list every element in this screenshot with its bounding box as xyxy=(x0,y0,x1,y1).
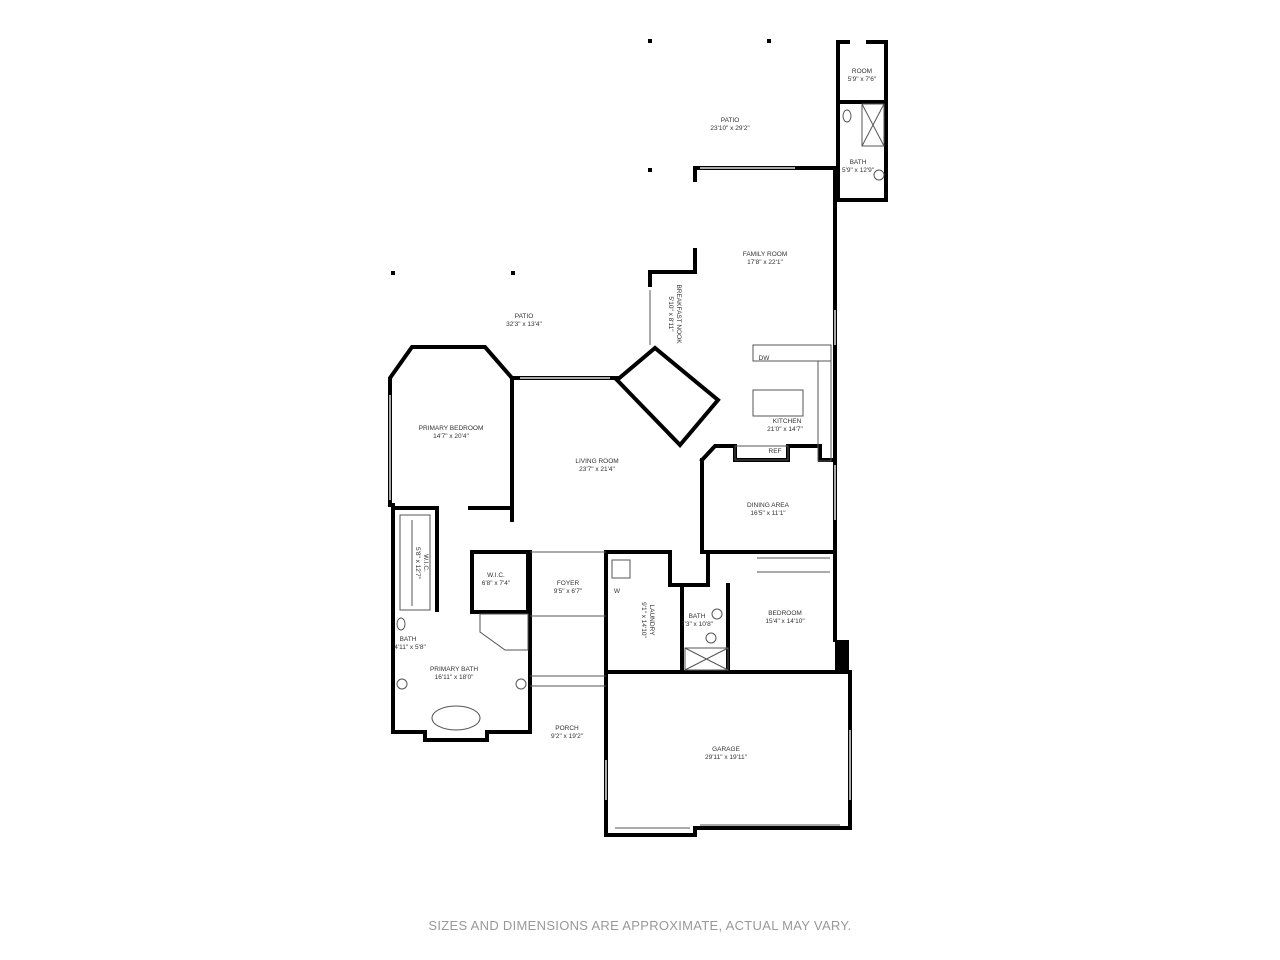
dining-area-name: DINING AREA xyxy=(747,502,790,509)
primary-bath-name: PRIMARY BATH xyxy=(430,666,478,673)
bath-north-dims: 5'9" x 12'9" xyxy=(842,167,875,174)
room-labels: ROOM 5'9" x 7'6" PATIO 23'10" x 29'2" BA… xyxy=(394,68,877,761)
room-name: ROOM xyxy=(852,68,872,75)
laundry-name: LAUNDRY xyxy=(648,605,655,637)
wic-small-dims: 6'8" x 7'4" xyxy=(482,580,511,587)
fixtures: DW REF W xyxy=(396,103,885,731)
foyer-dims: 9'5" x 6'7" xyxy=(554,588,583,595)
primary-bedroom-dims: 14'7" x 20'4" xyxy=(433,433,469,440)
bedroom-name: BEDROOM xyxy=(768,610,802,617)
room-dims: 5'9" x 7'6" xyxy=(848,76,877,83)
family-room-dims: 17'8" x 22'1" xyxy=(747,259,783,266)
living-room-name: LIVING ROOM xyxy=(575,458,618,465)
wic-small-name: W.I.C. xyxy=(487,572,505,579)
bath-hall-dims: 7'3" x 10'8" xyxy=(681,621,714,628)
refrigerator-label: REF xyxy=(769,448,782,455)
patio-west-name: PATIO xyxy=(515,313,534,320)
foyer-name: FOYER xyxy=(557,580,580,587)
patio-north-name: PATIO xyxy=(721,117,740,124)
dining-area-dims: 16'5" x 11'1" xyxy=(750,510,786,517)
disclaimer-text: SIZES AND DIMENSIONS ARE APPROXIMATE, AC… xyxy=(428,918,852,933)
wic-large-name: W.I.C. xyxy=(422,554,429,572)
bedroom-dims: 15'4" x 14'10" xyxy=(765,618,805,625)
kitchen-dims: 21'0" x 14'7" xyxy=(767,426,803,433)
laundry-dims: 9'1" x 14'10" xyxy=(640,602,647,638)
bath-wc-dims: 4'11" x 5'8" xyxy=(394,644,426,651)
bathtub xyxy=(431,705,481,731)
garage-dims: 29'11" x 19'11" xyxy=(705,754,748,761)
bath-north-name: BATH xyxy=(850,159,867,166)
walls xyxy=(388,40,888,837)
patio-north-dims: 23'10" x 29'2" xyxy=(710,125,750,132)
kitchen-island xyxy=(752,389,804,417)
living-room-dims: 23'7" x 21'4" xyxy=(579,466,615,473)
primary-bedroom-name: PRIMARY BEDROOM xyxy=(419,425,484,432)
porch-dims: 9'2" x 19'2" xyxy=(551,733,584,740)
garage-name: GARAGE xyxy=(712,746,740,753)
washer-label: W xyxy=(614,588,621,595)
dishwasher-label: DW xyxy=(759,355,771,362)
patio-posts xyxy=(391,39,771,275)
breakfast-nook-name: BREAKFAST NOOK xyxy=(675,284,682,344)
bath-hall-name: BATH xyxy=(689,613,706,620)
kitchen-name: KITCHEN xyxy=(773,418,802,425)
patio-west-dims: 32'3" x 13'4" xyxy=(506,321,542,328)
wic-large-dims: 5'8" x 12'7" xyxy=(414,547,421,580)
bath-wc-name: BATH xyxy=(400,636,417,643)
primary-bath-dims: 16'11" x 18'0" xyxy=(435,674,474,681)
porch-name: PORCH xyxy=(555,725,579,732)
breakfast-nook-dims: 5'10" x 8'11" xyxy=(667,296,674,332)
shower xyxy=(861,103,885,147)
family-room-name: FAMILY ROOM xyxy=(743,251,788,258)
